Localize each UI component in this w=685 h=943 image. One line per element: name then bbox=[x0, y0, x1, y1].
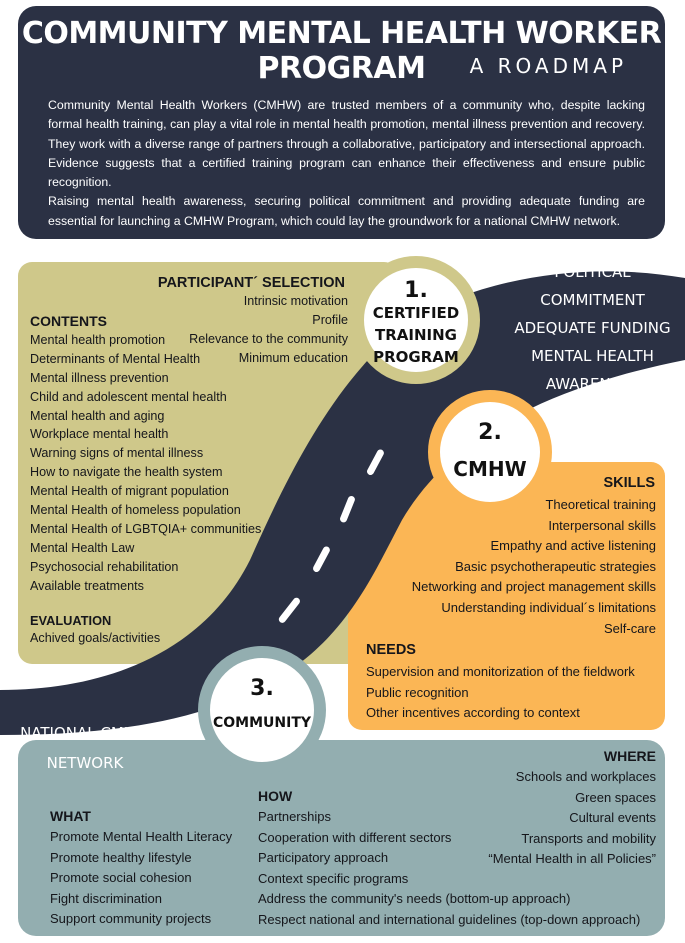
list-item: Mental health and aging bbox=[30, 408, 165, 423]
step1-label-line3: PROGRAM bbox=[373, 348, 459, 366]
how-list: Partnerships Cooperation with different … bbox=[258, 809, 658, 933]
list-item: Mental illness prevention bbox=[30, 370, 169, 385]
step1-label-line1: CERTIFIED bbox=[372, 304, 460, 322]
network-label: NATIONAL CMHW NETWORK bbox=[10, 718, 160, 778]
skills-heading: SKILLS bbox=[603, 475, 655, 491]
intro-paragraph-2: Raising mental health awareness, securin… bbox=[48, 194, 645, 228]
list-item: Theoretical training bbox=[545, 497, 656, 512]
list-item: Mental Health Law bbox=[30, 540, 135, 555]
list-item: Promote social cohesion bbox=[50, 870, 192, 886]
road-shape bbox=[0, 271, 685, 735]
list-item: Schools and workplaces bbox=[515, 769, 656, 784]
list-item: Promote Mental Health Literacy bbox=[50, 829, 233, 844]
list-item: Respect national and international guide… bbox=[258, 911, 641, 927]
contents-list: Mental health promotion Determinants of … bbox=[30, 333, 270, 597]
prerequisite-item: POLITICAL COMMITMENT bbox=[540, 263, 645, 309]
step3-label: COMMUNITY bbox=[212, 715, 312, 731]
needs-heading: NEEDS bbox=[366, 642, 416, 658]
step2-label: CMHW bbox=[453, 457, 527, 481]
list-item: Context specific programs bbox=[258, 870, 409, 886]
list-item: Interpersonal skills bbox=[548, 517, 656, 533]
list-item: Promote healthy lifestyle bbox=[50, 849, 192, 865]
list-item: Participatory approach bbox=[258, 850, 389, 866]
evaluation-heading: EVALUATION bbox=[30, 613, 112, 628]
step3-number: 3. bbox=[250, 676, 274, 701]
what-list: Promote Mental Health Literacy Promote h… bbox=[50, 829, 250, 932]
step2-circle: 2. CMHW bbox=[428, 390, 552, 514]
list-item: Green spaces bbox=[575, 789, 656, 805]
list-item: Supervision and monitorization of the fi… bbox=[366, 664, 635, 679]
list-item: Achived goals/activities bbox=[30, 631, 161, 645]
road-stripe bbox=[340, 495, 355, 523]
step2-number: 2. bbox=[478, 420, 502, 445]
list-item: Cooperation with different sectors bbox=[258, 829, 452, 845]
list-item: Mental Health of LGBTQIA+ communities bbox=[30, 521, 262, 536]
prerequisite-item: MENTAL HEALTH AWARENESS bbox=[531, 347, 654, 393]
step1-number: 1. bbox=[404, 278, 428, 303]
network-label-line: NETWORK bbox=[46, 754, 124, 772]
prerequisites: POLITICAL COMMITMENT ADEQUATE FUNDING ME… bbox=[500, 258, 685, 398]
road-stripe bbox=[278, 597, 300, 623]
list-item: Mental Health of migrant population bbox=[30, 484, 229, 499]
list-item: Fight discrimination bbox=[50, 890, 162, 906]
community-panel bbox=[18, 740, 665, 936]
list-item: Empathy and active listening bbox=[490, 538, 656, 554]
header-banner: COMMUNITY MENTAL HEALTH WORKER PROGRAM A… bbox=[18, 6, 665, 239]
list-item: Public recognition bbox=[366, 684, 469, 700]
list-item: Determinants of Mental Health bbox=[30, 351, 201, 366]
where-list: Schools and workplaces Green spaces Cult… bbox=[456, 769, 656, 872]
list-item: Psychosocial rehabilitation bbox=[30, 559, 179, 574]
list-item: Mental Health of homeless population bbox=[30, 503, 241, 518]
list-item: Understanding individual´s limitations bbox=[441, 599, 656, 615]
list-item: Cultural events bbox=[569, 810, 656, 826]
list-item: Address the community's needs (bottom-up… bbox=[258, 891, 571, 907]
road-stripe bbox=[313, 546, 330, 573]
prerequisite-item: ADEQUATE FUNDING bbox=[514, 319, 671, 337]
intro-text: Community Mental Health Workers (CMHW) a… bbox=[48, 96, 645, 231]
list-item: Relevance to the community bbox=[189, 331, 348, 346]
list-item: Available treatments bbox=[30, 578, 144, 593]
list-item: Transports and mobility bbox=[521, 830, 656, 846]
list-item: Mental health promotion bbox=[30, 333, 166, 347]
list-item: Other incentives according to context bbox=[366, 705, 580, 721]
list-item: Self-care bbox=[603, 620, 656, 636]
network-label-line: NATIONAL CMHW bbox=[20, 724, 150, 742]
list-item: How to navigate the health system bbox=[30, 465, 223, 480]
page-title: COMMUNITY MENTAL HEALTH WORKER PROGRAM bbox=[21, 16, 662, 86]
list-item: Partnerships bbox=[258, 809, 331, 824]
where-heading: WHERE bbox=[603, 748, 656, 764]
list-item: Workplace mental health bbox=[30, 427, 169, 442]
road-stripe bbox=[367, 449, 384, 476]
step1-label-line2: TRAINING bbox=[375, 326, 457, 344]
selection-list: Intrinsic motivation Profile Relevance t… bbox=[150, 294, 348, 370]
list-item: Warning signs of mental illness bbox=[30, 446, 204, 461]
contents-heading: CONTENTS bbox=[30, 313, 107, 329]
selection-heading: PARTICIPANT´ SELECTION bbox=[157, 275, 345, 291]
list-item: Networking and project management skills bbox=[411, 579, 656, 595]
what-heading: WHAT bbox=[50, 808, 91, 824]
how-heading: HOW bbox=[258, 788, 293, 804]
road-stripes bbox=[278, 449, 384, 623]
list-item: Profile bbox=[312, 312, 348, 327]
intro-paragraph-1: Community Mental Health Workers (CMHW) a… bbox=[48, 98, 645, 190]
needs-list: Supervision and monitorization of the fi… bbox=[366, 664, 656, 726]
step1-circle: 1. CERTIFIED TRAINING PROGRAM bbox=[352, 256, 480, 384]
step3-circle: 3. COMMUNITY bbox=[198, 646, 326, 774]
list-item: Minimum education bbox=[238, 350, 348, 365]
list-item: “Mental Health in all Policies” bbox=[488, 851, 656, 867]
page-subtitle: A ROADMAP bbox=[469, 54, 627, 78]
evaluation-list: Achived goals/activities bbox=[30, 631, 250, 650]
list-item: Child and adolescent mental health bbox=[30, 389, 227, 404]
list-item: Intrinsic motivation bbox=[243, 294, 348, 308]
list-item: Basic psychotherapeutic strategies bbox=[455, 558, 656, 574]
skills-list: Theoretical training Interpersonal skill… bbox=[370, 497, 656, 641]
list-item: Support community projects bbox=[50, 911, 212, 927]
